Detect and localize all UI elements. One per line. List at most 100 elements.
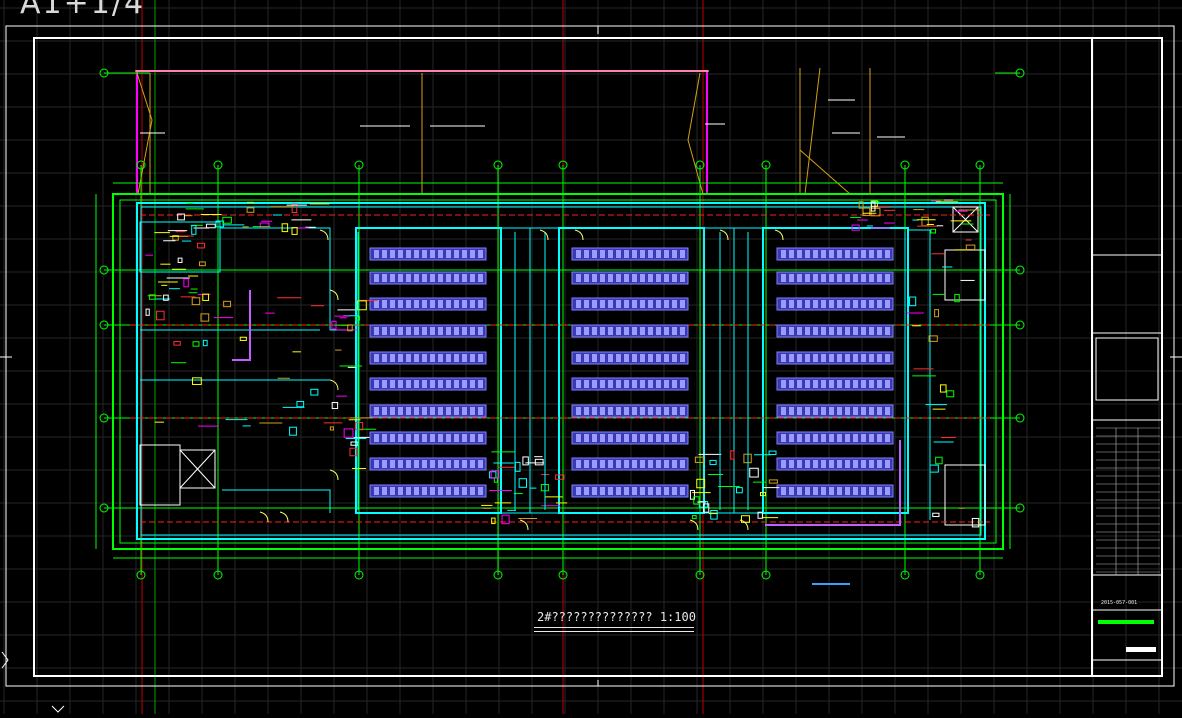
rack-slot: [680, 250, 685, 258]
ucs-axis-icon: [1, 651, 65, 713]
rack-slot: [781, 487, 786, 495]
rack-slot: [861, 300, 866, 308]
rack-slot: [877, 460, 882, 468]
rack-row: [571, 271, 689, 285]
axis-bubble: [99, 320, 109, 330]
rack-row: [776, 457, 894, 471]
rack-slot: [664, 300, 669, 308]
equipment-symbol: [768, 450, 777, 456]
door-swing: [519, 519, 529, 531]
rack-slot: [837, 327, 842, 335]
rack-slot: [592, 327, 597, 335]
rack-slot: [805, 407, 810, 415]
equipment-symbol: [222, 216, 232, 224]
axis-bubble: [354, 570, 364, 580]
rack-slot: [470, 434, 475, 442]
rack-slot: [438, 327, 443, 335]
rack-slot: [592, 354, 597, 362]
rack-slot: [470, 407, 475, 415]
rack-slot: [430, 380, 435, 388]
rack-slot: [821, 434, 826, 442]
rack-slot: [885, 407, 890, 415]
rack-slot: [877, 354, 882, 362]
rack-slot: [446, 407, 451, 415]
rack-slot: [454, 300, 459, 308]
equipment-symbol: [356, 300, 367, 311]
drawing-title-underline: [534, 627, 694, 632]
equipment-symbol: [177, 257, 183, 263]
rack-slot: [438, 434, 443, 442]
equipment-symbol: [555, 474, 565, 480]
rack-slot: [672, 274, 677, 282]
rack-slot: [829, 274, 834, 282]
rack-slot: [853, 300, 858, 308]
rack-slot: [837, 434, 842, 442]
rack-slot: [616, 300, 621, 308]
rack-slot: [853, 434, 858, 442]
rack-slot: [446, 380, 451, 388]
equipment-symbol: [501, 514, 510, 525]
rack-slot: [813, 460, 818, 468]
rack-row: [776, 247, 894, 261]
rack-slot: [438, 487, 443, 495]
title-block-bar: [1126, 647, 1156, 652]
rack-slot: [789, 327, 794, 335]
rack-slot: [797, 300, 802, 308]
rack-slot: [672, 380, 677, 388]
rack-row: [571, 247, 689, 261]
rack-slot: [398, 434, 403, 442]
rack-slot: [608, 327, 613, 335]
rack-outline: [369, 297, 487, 311]
rack-slot: [382, 487, 387, 495]
equipment-symbol: [191, 297, 201, 306]
rack-slot: [584, 460, 589, 468]
rack-slot: [789, 274, 794, 282]
axis-bubble: [695, 570, 705, 580]
rack-slot: [600, 380, 605, 388]
rack-slot: [797, 380, 802, 388]
rack-slot: [789, 434, 794, 442]
rack-slot: [885, 354, 890, 362]
equipment-symbol: [291, 203, 298, 214]
rack-slot: [584, 487, 589, 495]
equipment-symbol: [694, 456, 704, 463]
rack-slot: [680, 380, 685, 388]
axis-bubble: [1015, 503, 1025, 513]
rack-slot: [821, 250, 826, 258]
equipment-symbol: [928, 335, 938, 342]
rack-slot: [837, 354, 842, 362]
equipment-symbol: [192, 341, 200, 347]
rack-slot: [406, 407, 411, 415]
equipment-symbol: [172, 234, 179, 241]
rack-slot: [624, 354, 629, 362]
axis-bubble: [1015, 320, 1025, 330]
rack-slot: [624, 300, 629, 308]
rack-row: [776, 377, 894, 391]
rack-slot: [608, 250, 613, 258]
rack-outline: [369, 351, 487, 365]
axis-bubble: [493, 570, 503, 580]
rack-slot: [414, 380, 419, 388]
rack-slot: [608, 354, 613, 362]
rack-slot: [454, 460, 459, 468]
rack-slot: [454, 327, 459, 335]
rack-slot: [600, 300, 605, 308]
equipment-symbol: [935, 456, 943, 465]
building-walls: [112, 193, 1004, 550]
rack-slot: [592, 487, 597, 495]
rack-slot: [805, 327, 810, 335]
rack-slot: [454, 380, 459, 388]
rack-slot: [869, 434, 874, 442]
rack-row: [369, 271, 487, 285]
rack-slot: [462, 354, 467, 362]
rack-slot: [829, 434, 834, 442]
rack-slot: [390, 487, 395, 495]
rack-slot: [885, 274, 890, 282]
rack-slot: [576, 274, 581, 282]
rack-slot: [829, 380, 834, 388]
rack-slot: [478, 487, 483, 495]
rack-slot: [390, 434, 395, 442]
rack-row: [571, 457, 689, 471]
